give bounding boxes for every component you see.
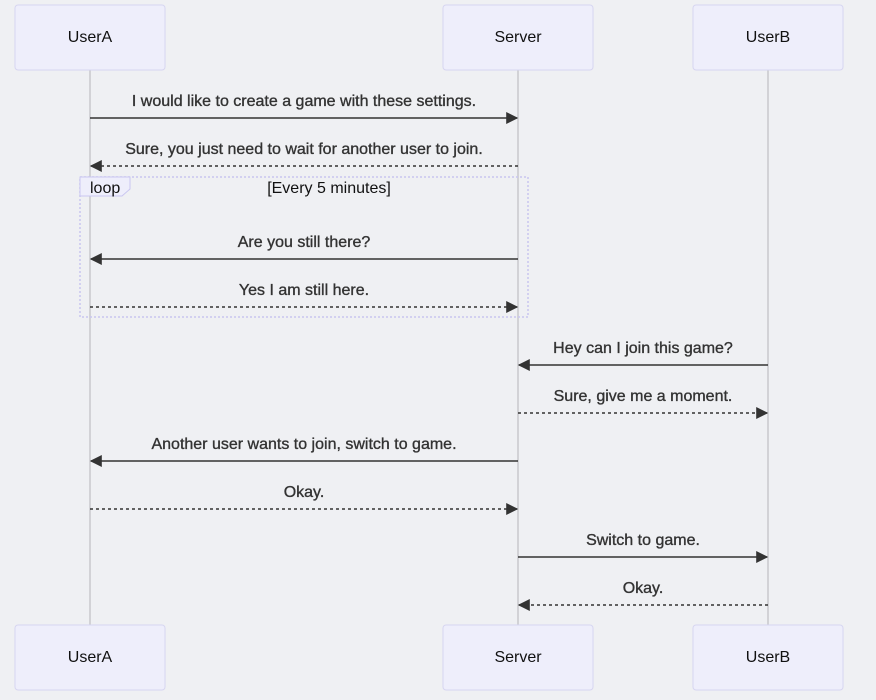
message-label: Sure, give me a moment. [554, 388, 733, 405]
actor-box [442, 624, 594, 691]
message-label: Switch to game. [586, 532, 700, 549]
message-10: Okay. [517, 580, 768, 611]
message-label: Okay. [623, 580, 664, 597]
actor-bottom-usera: UserA [14, 624, 166, 691]
actor-box [692, 4, 844, 71]
message-1: I would like to create a game with these… [90, 93, 519, 124]
message-2: Sure, you just need to wait for another … [89, 141, 518, 172]
actor-top-server: Server [442, 4, 594, 71]
message-4: Yes I am still here. [90, 282, 519, 313]
message-label: I would like to create a game with these… [132, 93, 476, 110]
actor-label: Server [494, 29, 542, 46]
message-8: Okay. [90, 484, 519, 515]
actor-box [14, 624, 166, 691]
actor-box [692, 624, 844, 691]
message-5: Hey can I join this game? [517, 340, 768, 371]
loop-frame: loop [Every 5 minutes] [79, 176, 529, 318]
message-label: Yes I am still here. [239, 282, 369, 299]
message-label: Hey can I join this game? [553, 340, 733, 357]
actor-label: UserA [68, 29, 113, 46]
actor-label: Server [494, 649, 542, 666]
message-9: Switch to game. [518, 532, 769, 563]
message-3: Are you still there? [89, 234, 518, 265]
actor-label: UserB [746, 29, 790, 46]
loop-label-box [79, 176, 131, 197]
message-label: Are you still there? [238, 234, 371, 251]
actor-top-userb: UserB [692, 4, 844, 71]
message-6: Sure, give me a moment. [518, 388, 769, 419]
actor-bottom-server: Server [442, 624, 594, 691]
actor-box [14, 4, 166, 71]
message-label: Sure, you just need to wait for another … [125, 141, 483, 158]
actor-label: UserB [746, 649, 790, 666]
loop-keyword: loop [90, 180, 120, 197]
message-7: Another user wants to join, switch to ga… [89, 436, 518, 467]
actor-top-usera: UserA [14, 4, 166, 71]
actor-bottom-userb: UserB [692, 624, 844, 691]
loop-border [79, 176, 529, 318]
actor-label: UserA [68, 649, 113, 666]
message-label: Okay. [284, 484, 325, 501]
actor-box [442, 4, 594, 71]
message-label: Another user wants to join, switch to ga… [151, 436, 456, 453]
loop-condition: [Every 5 minutes] [267, 180, 391, 197]
